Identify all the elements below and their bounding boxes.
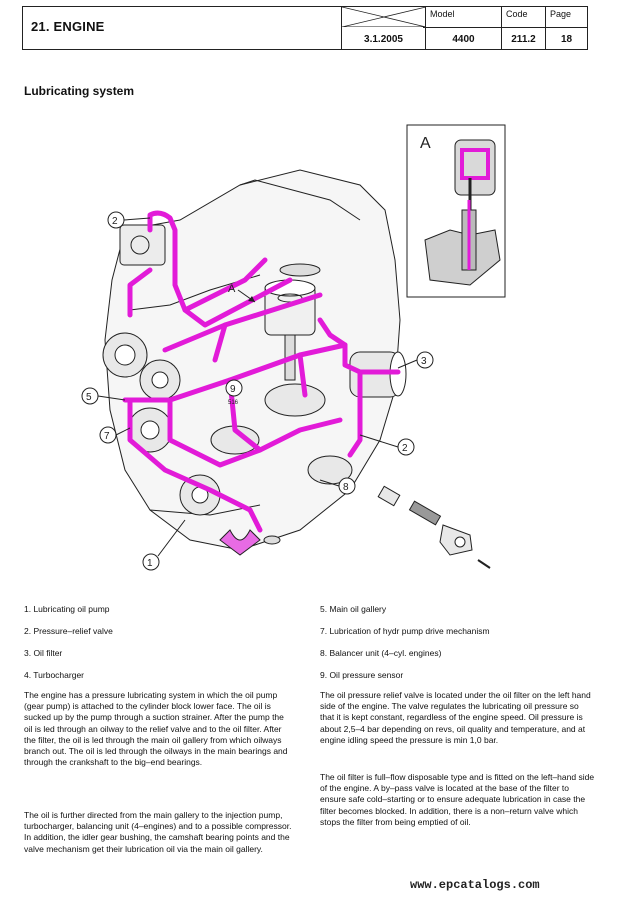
header-date-cell: 3.1.2005: [341, 7, 426, 49]
svg-text:9: 9: [230, 384, 236, 395]
watermark: www.epcatalogs.com: [410, 878, 540, 892]
callout-9: 9 516: [225, 379, 243, 406]
engine-block: [104, 169, 401, 551]
callout-5: 5: [81, 387, 126, 405]
detail-a-label: A: [420, 135, 431, 152]
lubrication-diagram: A A 2 3 2 5 7 9 516 8 1: [81, 124, 506, 571]
svg-text:2: 2: [112, 216, 118, 227]
callout-3: 3: [397, 351, 434, 369]
crossed-box: [342, 7, 426, 27]
svg-text:8: 8: [343, 482, 349, 493]
header-date: 3.1.2005: [364, 34, 403, 45]
page-value: 18: [560, 34, 573, 45]
legend-item: 1. Lubricating oil pump: [24, 604, 110, 614]
callouts: 2 3 2 5 7 9 516 8 1: [81, 211, 434, 571]
body-paragraph: The oil filter is full–flow disposable t…: [320, 772, 595, 827]
body-paragraph: The oil is further directed from the mai…: [24, 810, 292, 854]
chapter-title: 21. ENGINE: [31, 19, 105, 34]
legend-item: 9. Oil pressure sensor: [320, 670, 404, 680]
body-paragraph: The engine has a pressure lubricating sy…: [24, 690, 288, 768]
legend-item: 4. Turbocharger: [24, 670, 85, 680]
code-label: Code: [506, 9, 528, 19]
model-label: Model: [430, 9, 455, 19]
svg-text:1: 1: [147, 558, 153, 569]
callout-1: 1: [142, 519, 186, 571]
legend-item: 3. Oil filter: [24, 648, 63, 658]
detail-a-box: A: [406, 124, 506, 298]
header-model-cell: Model 4400: [425, 7, 501, 49]
section-title: Lubricating system: [24, 84, 135, 98]
header-code-cell: Code 211.2: [501, 7, 545, 49]
gears: [102, 332, 353, 516]
code-value: 211.2: [511, 34, 536, 45]
callout-4: 2: [107, 211, 151, 229]
svg-text:5: 5: [86, 392, 92, 403]
svg-text:516: 516: [228, 400, 239, 406]
legend-item: 2. Pressure–relief valve: [24, 626, 113, 636]
svg-text:7: 7: [104, 431, 110, 442]
oil-lines: [122, 210, 401, 533]
legend-right: 5. Main oil gallery 7. Lubrication of hy…: [320, 604, 490, 692]
legend-item: 8. Balancer unit (4–cyl. engines): [320, 648, 442, 658]
suction-strainer: [219, 529, 281, 556]
header-page-cell: Page 18: [545, 7, 587, 49]
relief-valve: [377, 485, 491, 569]
svg-text:2: 2: [402, 443, 408, 454]
svg-text:3: 3: [421, 356, 427, 367]
callout-8: 8: [319, 477, 356, 495]
callout-7: 7: [99, 426, 131, 444]
legend-item: 5. Main oil gallery: [320, 604, 387, 614]
legend-left: 1. Lubricating oil pump 2. Pressure–reli…: [24, 604, 113, 692]
page-header: 21. ENGINE 3.1.2005 Model 4400 Code 211.…: [22, 6, 588, 50]
view-arrow-a: A: [228, 283, 256, 303]
legend-item: 7. Lubrication of hydr pump drive mechan…: [320, 626, 490, 636]
view-arrow-a-label: A: [228, 283, 236, 295]
model-value: 4400: [452, 34, 475, 45]
page-label: Page: [550, 9, 572, 19]
body-paragraph: The oil pressure relief valve is located…: [320, 690, 591, 745]
callout-2: 2: [359, 434, 415, 456]
